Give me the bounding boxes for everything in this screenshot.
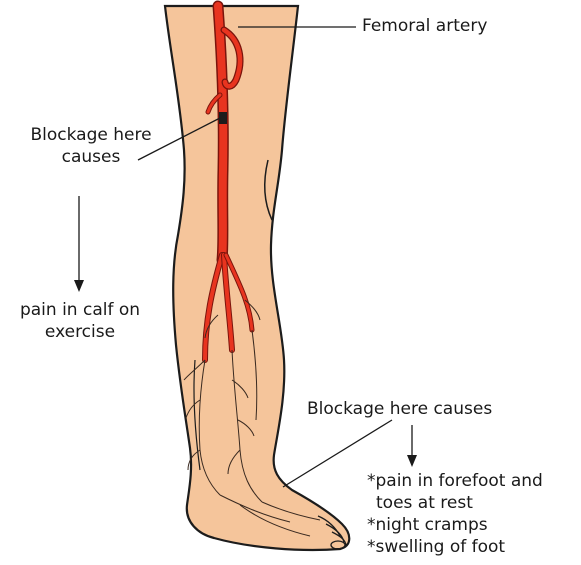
upper-blockage-label: Blockage here causes bbox=[8, 124, 174, 168]
lower-arrow-head bbox=[407, 455, 417, 467]
upper-blockage-line-1: Blockage here bbox=[8, 124, 174, 146]
femoral-artery-label: Femoral artery bbox=[362, 15, 487, 37]
leg-silhouette bbox=[165, 6, 349, 550]
upper-effect-line-1: pain in calf on bbox=[0, 299, 160, 321]
lower-effect-item: toes at rest bbox=[367, 492, 543, 514]
upper-effect-label: pain in calf on exercise bbox=[0, 299, 160, 343]
lower-blockage-label: Blockage here causes bbox=[307, 398, 492, 420]
upper-arrow-head bbox=[74, 280, 84, 292]
upper-blockage-mark bbox=[219, 112, 227, 124]
lower-effect-item: *night cramps bbox=[367, 514, 543, 536]
lower-effects-list: *pain in forefoot and toes at rest *nigh… bbox=[367, 470, 543, 558]
upper-blockage-line-2: causes bbox=[8, 146, 174, 168]
lower-effect-item: *swelling of foot bbox=[367, 536, 543, 558]
upper-effect-line-2: exercise bbox=[0, 321, 160, 343]
lower-effect-item: *pain in forefoot and bbox=[367, 470, 543, 492]
